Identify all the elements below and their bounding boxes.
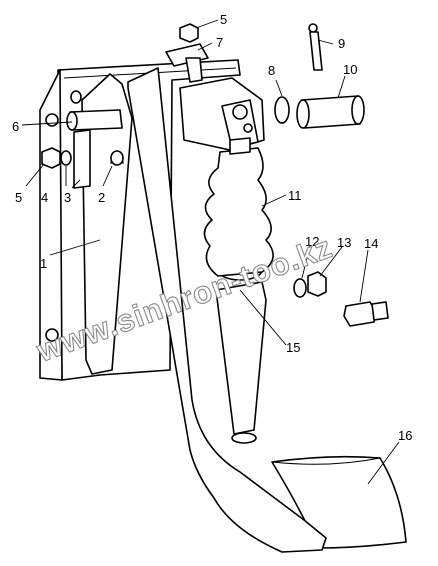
callout-6: 6 [12, 119, 19, 134]
callout-13: 13 [337, 235, 351, 250]
cylinder-washer-and-nut [293, 271, 327, 298]
callout-15: 15 [286, 340, 300, 355]
leader-lines [21, 19, 400, 485]
washer-8 [274, 96, 290, 124]
callout-12: 12 [305, 234, 319, 249]
axle-pin [66, 90, 123, 131]
support-arm [81, 73, 133, 375]
cotter-pin [308, 23, 323, 71]
callout-5-upper: 5 [220, 12, 227, 27]
nut-left [41, 147, 61, 169]
callout-8: 8 [268, 63, 275, 78]
lock-plate [73, 129, 91, 189]
callout-14: 14 [364, 236, 378, 251]
washer-4 [60, 150, 72, 166]
dust-boot [203, 147, 274, 277]
callout-5-lower: 5 [15, 190, 22, 205]
bushing [110, 150, 124, 166]
stud-bolt [343, 301, 389, 327]
callout-4: 4 [41, 190, 48, 205]
callout-16: 16 [398, 428, 412, 443]
callout-10: 10 [343, 62, 357, 77]
callout-1: 1 [40, 256, 47, 271]
callout-3: 3 [64, 190, 71, 205]
top-bracket-tab [165, 23, 209, 83]
clevis-pin [296, 95, 365, 129]
callout-9: 9 [338, 36, 345, 51]
callout-11: 11 [288, 188, 302, 203]
callout-labels: 1 2 3 4 5 5 6 7 8 9 10 11 12 13 14 15 16 [12, 12, 412, 443]
callout-2: 2 [98, 190, 105, 205]
callout-7: 7 [216, 35, 223, 50]
clevis-fork [179, 77, 265, 155]
pedal-lever [127, 67, 327, 553]
